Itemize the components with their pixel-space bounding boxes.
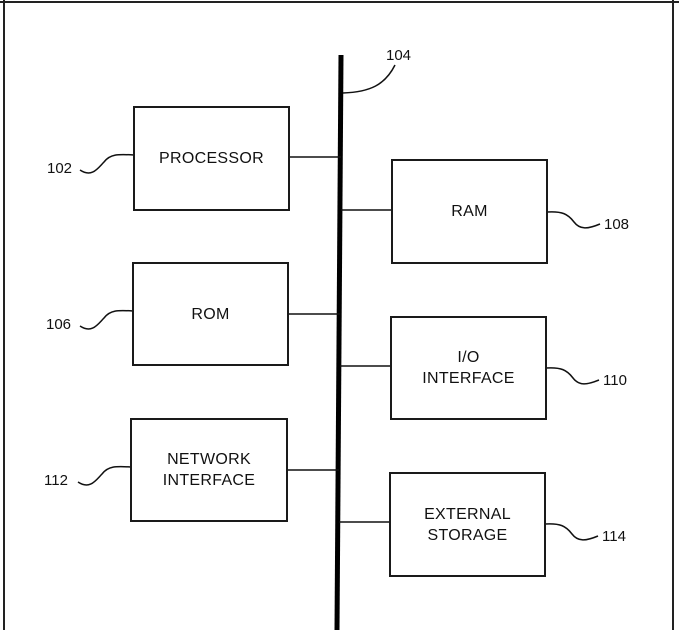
system-bus [337, 55, 341, 630]
processor-label: PROCESSOR [159, 148, 264, 169]
network-interface-label: NETWORK INTERFACE [163, 449, 256, 491]
io-interface-ref-label: 110 [603, 372, 627, 389]
network-interface-ref-label: 112 [44, 472, 68, 489]
processor-block: PROCESSOR [133, 106, 290, 211]
external-storage-block: EXTERNAL STORAGE [389, 472, 546, 577]
ram-block: RAM [391, 159, 548, 264]
io-interface-block: I/O INTERFACE [390, 316, 547, 420]
external-storage-leader-line [545, 524, 598, 540]
rom-label: ROM [191, 304, 229, 325]
rom-leader-line [80, 311, 133, 329]
external-storage-ref-label: 114 [602, 528, 626, 545]
rom-block: ROM [132, 262, 289, 366]
bus-ref-label: 104 [386, 47, 411, 64]
io-interface-leader-line [546, 368, 599, 384]
processor-leader-line [80, 155, 134, 173]
bus-leader-line [343, 65, 395, 93]
rom-ref-label: 106 [46, 316, 71, 333]
network-interface-block: NETWORK INTERFACE [130, 418, 288, 522]
ram-ref-label: 108 [604, 216, 629, 233]
ram-label: RAM [451, 201, 487, 222]
external-storage-label: EXTERNAL STORAGE [424, 504, 511, 546]
ram-leader-line [547, 212, 600, 228]
io-interface-label: I/O INTERFACE [422, 347, 515, 389]
network-interface-leader-line [78, 467, 131, 485]
processor-ref-label: 102 [47, 160, 72, 177]
